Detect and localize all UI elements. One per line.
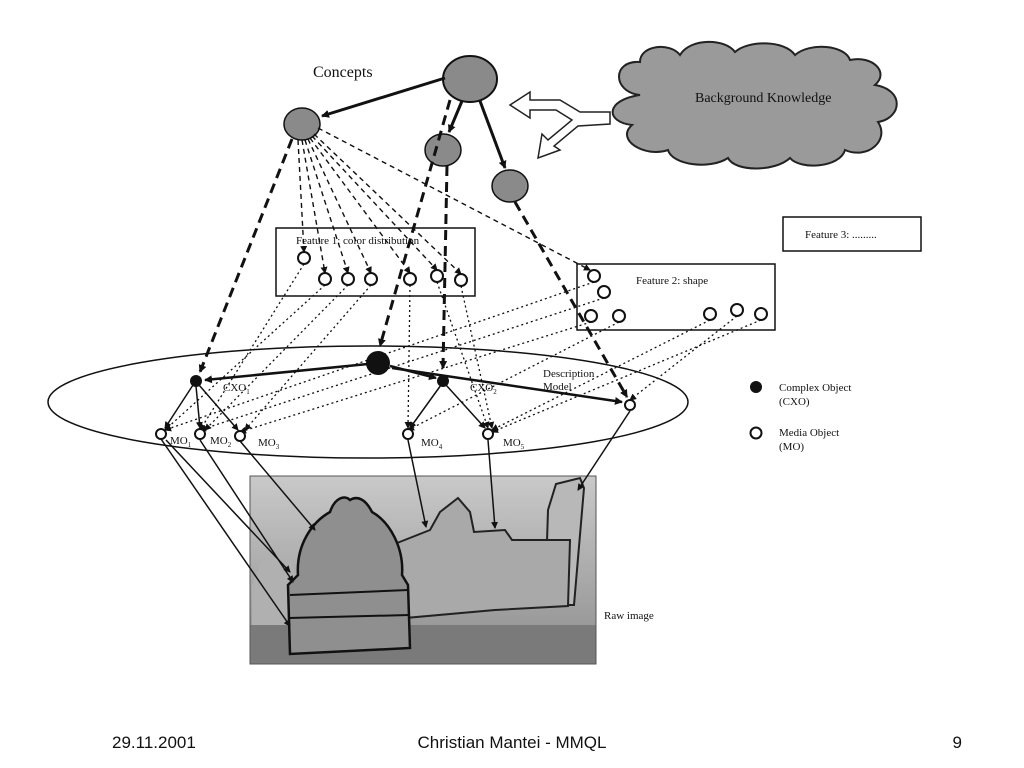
concept-feature-links [297,127,591,275]
legend-complex-object-label-1: Complex Object [779,382,851,394]
feature1-label: Feature 1: color distribution [296,235,420,247]
object-graph-arrows [204,362,623,405]
mo3-node [234,430,246,442]
concept-node-3 [491,169,529,203]
concept-object-links [198,99,629,398]
legend-media-object-label-1: Media Object [779,427,839,439]
mo1-node [155,428,167,440]
knowledge-link-arrow [508,90,611,160]
mo-image-arrows [160,410,631,627]
mo2-node [194,428,206,440]
legend-complex-object-icon [750,381,762,393]
background-knowledge-label: Background Knowledge [695,91,831,106]
page-number: 9 [952,733,962,752]
mo4-label: MO4 [421,437,443,451]
cxo-to-mo-arrows [164,384,486,431]
mo2-label: MO2 [210,435,232,449]
background-knowledge-cloud: Background Knowledge [611,40,898,170]
concept-hierarchy-arrows [321,76,507,169]
feature3-box: Feature 3: ......... [782,216,922,252]
cxo1-label: CXO1 [223,382,250,396]
mo1-label: MO1 [170,435,192,449]
mo3-label: MO3 [258,437,280,451]
mo5-node [482,428,494,440]
footer-title: Christian Mantei - MMQL [417,733,607,752]
description-model-ellipse [47,345,689,459]
description-model-label-2: Model [543,381,572,393]
raw-image-label: Raw image [604,610,654,622]
feature2-label: Feature 2: shape [636,275,708,287]
footer-date: 29.11.2001 [112,733,196,752]
legend: Complex Object (CXO) Media Object (MO) [749,381,851,453]
raw-image [249,475,597,665]
cxo1-node [190,375,202,387]
mo4-node [402,428,414,440]
concept-root-node [442,55,498,103]
legend-media-object-label-2: (MO) [779,441,804,453]
complex-object-root [366,351,390,375]
concepts-label: Concepts [313,64,373,81]
legend-media-object-icon [749,426,763,440]
feature3-label: Feature 3: ......... [805,229,877,241]
feature2-box: Feature 2: shape [576,263,776,331]
description-model-label-1: Description [543,368,595,380]
feature1-nodes [297,251,468,287]
mo6-node [624,399,636,411]
concept-node-2 [424,133,462,167]
cxo2-node [437,375,449,387]
feature2-nodes [584,269,768,323]
mo5-label: MO5 [503,437,525,451]
cxo2-label: CXO2 [470,382,497,396]
legend-complex-object-label-2: (CXO) [779,396,810,408]
media-object-nodes [155,399,636,442]
